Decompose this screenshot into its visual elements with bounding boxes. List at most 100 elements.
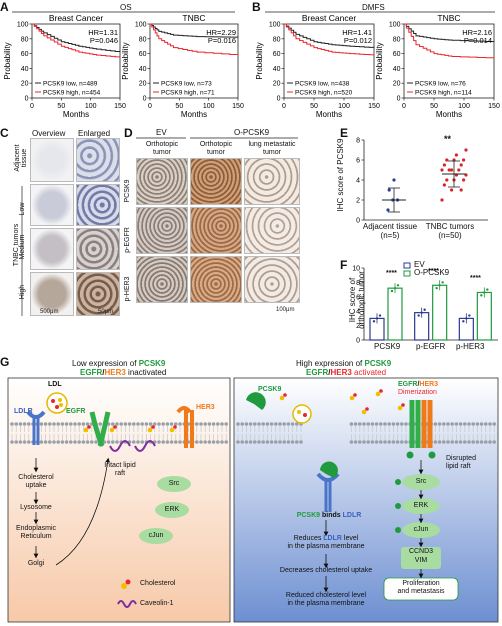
panel-d-letter: D [124,126,133,140]
panel-c-col-overview: Overview [32,129,66,138]
km-y-tick-label: 20 [273,81,281,88]
g-r-egfr: EGFR [398,381,418,388]
lipid-head-top [370,422,375,426]
lipid-head-top [27,422,31,426]
lipid-head-bottom [286,440,291,444]
lipid-head-bottom [85,440,90,444]
lipid-head-bottom [216,440,220,444]
e-point-1 [450,188,454,192]
caveolin-squiggle [109,440,131,452]
km-xlabel: Months [63,110,89,119]
g-reduced-1: Reduced cholesterol level [285,592,367,599]
km-x-tick-label: 150 [232,103,244,110]
lipid-head-top [98,422,102,426]
lipid-head-bottom [290,440,295,444]
km-xlabel: Months [436,110,462,119]
lipid-head-top [115,422,119,426]
km-y-tick-label: 0 [143,96,147,103]
f-y-tick-label: 6 [356,294,360,301]
km-y-tick-label: 100 [389,22,401,29]
left-sub-egfr: EGFR [80,368,103,377]
f-dot-0-1 [393,286,397,290]
f-y-tick-label: 4 [356,309,360,316]
lipid-head-top [169,422,174,426]
left-erk-node [155,502,189,518]
lipid-head-bottom [136,440,140,444]
e-point-1 [442,163,446,167]
g-r-cjun: cJun [413,526,429,533]
left-sub-slash: / [102,368,105,377]
lipid-head-top [404,422,408,426]
lipid-head-top [349,422,354,426]
lipid-head-top [484,422,488,426]
km-curve-high [32,23,121,58]
panel-f-cat-3: p-HER3 [456,342,485,351]
cholesterol-red [113,425,117,429]
lipid-head-bottom [404,440,408,444]
micrograph-p-her3-2 [190,256,242,303]
e-point-1 [462,158,466,162]
km-frame [403,23,495,99]
lipid-head-bottom [463,440,467,444]
e-point-1 [440,168,444,172]
km-x-tick-label: 0 [30,103,34,110]
e-point-1 [457,168,461,172]
lipid-head-bottom [299,440,303,444]
km-ylabel: Probability [255,42,264,79]
lipid-head-top [446,422,450,426]
lipid-head-top [64,422,69,426]
cholesterol-red [365,407,369,411]
lipid-head-top [161,422,165,426]
km-y-tick-label: 40 [21,66,29,73]
cholesterol-yellow [279,395,285,401]
km-curve-low [150,23,239,38]
lipid-head-top [174,422,178,426]
lipid-head-bottom [265,440,270,444]
panel-b-title: DMFS [362,3,385,12]
cholesterol-yellow [109,427,115,433]
panel-g-letter: G [0,355,10,369]
lipid-head-top [195,422,199,426]
km-hr: HR=2.16 [462,28,492,37]
panel-a-title: OS [120,3,132,12]
g-reduces-3: in the plasma membrane [287,543,365,550]
lipid-head-bottom [450,440,455,444]
km-y-tick-label: 80 [139,36,147,43]
f-dot-2-0 [465,317,468,320]
lipid-head-top [216,422,220,426]
panel-e-cat1: Adjacent tissue(n=5) [360,222,420,240]
right-sub-slash: / [328,368,331,377]
lipid-head-top [81,422,86,426]
lipid-head-bottom [374,440,379,444]
lipid-head-bottom [211,440,216,444]
km-x-tick-label: 50 [57,103,65,110]
km-curve-low [284,23,375,48]
cholesterol-yellow [349,395,355,401]
km-y-tick-label: 0 [25,96,29,103]
lipid-head-bottom [27,440,31,444]
km-x-tick-label: 150 [368,103,380,110]
f-y-tick-label: 0 [356,338,360,345]
lipid-head-bottom [240,440,244,444]
lipid-head-top [248,422,253,426]
micrograph-overview-medium [30,228,74,270]
lipid-head-bottom [73,440,77,444]
lipid-head-top [56,422,60,426]
right-pcsk9-bound [320,461,338,478]
lipid-head-bottom [140,440,144,444]
lipid-head-bottom [161,440,165,444]
e-point-0 [387,188,391,192]
lipid-head-top [265,422,270,426]
f-dot-2-1 [486,288,489,291]
lipid-head-top [383,422,387,426]
left-title-text: Low expression of [72,359,139,368]
lipid-head-bottom [475,440,480,444]
e-point-1 [454,153,458,157]
